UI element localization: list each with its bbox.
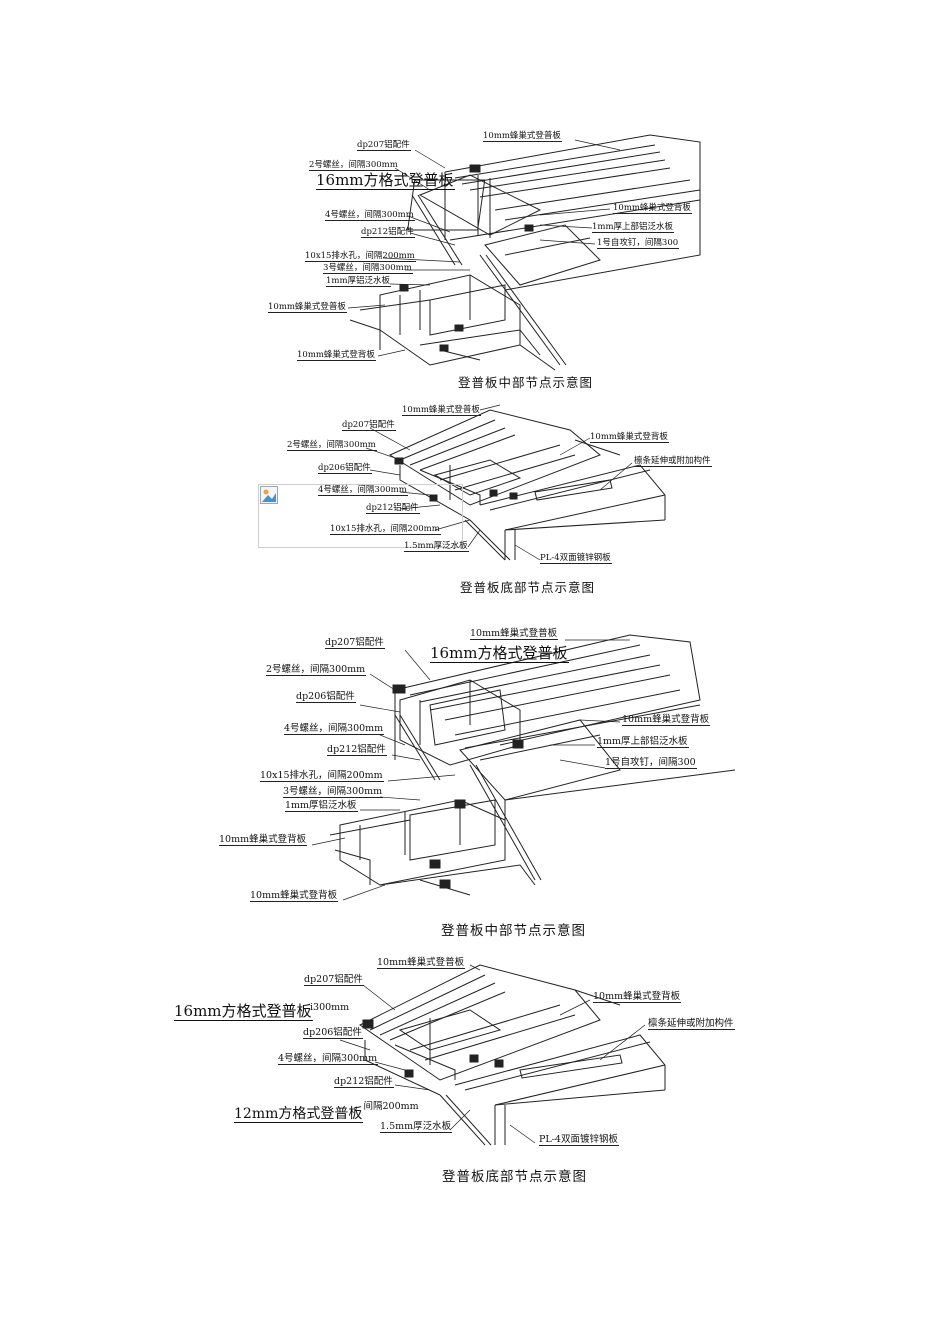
d1-screw4-label: 4号螺丝，间隔300mm	[325, 210, 415, 221]
d2-drain-label: 10x15排水孔，间隔200mm	[330, 524, 441, 535]
d2-caption: 登普板底部节点示意图	[460, 580, 596, 595]
d3-screw3-label: 3号螺丝，间隔300mm	[283, 786, 384, 798]
d3-right-panel-label: 10mm蜂巢式登背板	[622, 714, 711, 726]
d1-screw2-label: 2号螺丝，间隔300mm	[309, 160, 399, 171]
diagram-4-geometry	[339, 964, 666, 1146]
d3-top-panel-label: 10mm蜂巢式登普板	[470, 628, 559, 640]
d4-caption: 登普板底部节点示意图	[442, 1169, 587, 1185]
d2-dp206-label: dp206铝配件	[318, 463, 372, 474]
d3-bottom-panel-label: 10mm蜂巢式登背板	[250, 890, 339, 902]
d1-bottom-panel-label: 10mm蜂巢式登背板	[297, 350, 376, 361]
d2-flash15-label: 1.5mm厚泛水板	[404, 541, 469, 552]
d4-overlay16-label: 16mm方格式登普板	[174, 1002, 313, 1021]
d3-tapping-label: 1号自攻钉，间隔300	[605, 757, 697, 769]
d1-dp212-label: dp212铝配件	[361, 227, 415, 238]
d2-pl4-label: PL-4双面镀锌钢板	[540, 553, 612, 564]
d1-flash1-label: 1mm厚铝泛水板	[326, 276, 392, 287]
d2-dp207-label: dp207铝配件	[342, 420, 396, 431]
d4-drain-tail: ，间隔200mm	[354, 1101, 419, 1112]
d2-screw4-label: 4号螺丝，间隔300mm	[318, 485, 408, 496]
d1-overlay-label: 16mm方格式登普板	[316, 171, 455, 190]
diagram-1-geometry	[347, 134, 701, 371]
d3-dp212-label: dp212铝配件	[327, 744, 387, 756]
d2-top-panel-label: 10mm蜂巢式登普板	[402, 405, 481, 416]
d1-top-panel-label: 10mm蜂巢式登普板	[483, 131, 562, 142]
d4-purlin-label: 檩条延伸或附加构件	[648, 1018, 735, 1030]
d3-dp206-label: dp206铝配件	[296, 691, 356, 703]
d4-overlay16-tail: i300mm	[310, 1002, 350, 1013]
d3-left-panel-label: 10mm蜂巢式登背板	[219, 834, 308, 846]
d2-purlin-label: 檩条延伸或附加构件	[634, 456, 712, 467]
d4-dp206-label: dp206铝配件	[303, 1027, 363, 1039]
d1-left-panel-label: 10mm蜂巢式登普板	[268, 302, 347, 313]
d3-upper-flash-label: 1mm厚上部铝泛水板	[597, 736, 689, 748]
d4-screw4-label: 4号螺丝，间隔300mm	[278, 1053, 379, 1065]
d3-flash1-label: 1mm厚铝泛水板	[285, 800, 358, 812]
diagram-2-geometry	[365, 404, 666, 561]
d2-dp212-label: dp212铝配件	[366, 503, 420, 514]
d3-drain-label: 10x15排水孔，间隔200mm	[260, 770, 384, 782]
d2-right-panel-label: 10mm蜂巢式登背板	[590, 432, 669, 443]
d1-right-panel-label: 10mm蜂巢式登背板	[613, 203, 692, 214]
d4-overlay12-label: 12mm方格式登普板	[234, 1106, 364, 1123]
d4-pl4-label: PL-4双面镀锌钢板	[539, 1134, 619, 1146]
d4-dp207-label: dp207铝配件	[304, 974, 364, 986]
d3-screw4-label: 4号螺丝，间隔300mm	[284, 723, 385, 735]
d1-caption: 登普板中部节点示意图	[458, 375, 594, 390]
diagram-3-geometry	[311, 634, 736, 901]
d1-screw3-label: 3号螺丝，间隔300mm	[323, 263, 413, 274]
d4-dp212-label: dp212铝配件	[334, 1076, 394, 1088]
d4-top-panel-label: 10mm蜂巢式登普板	[377, 957, 466, 969]
d4-flash15-label: 1.5mm厚泛水板	[380, 1121, 453, 1133]
broken-image-frame	[258, 484, 463, 548]
d1-drain-label: 10x15排水孔，间隔200mm	[305, 251, 416, 262]
d3-dp207-label: dp207铝配件	[325, 637, 385, 649]
d3-screw2-label: 2号螺丝，间隔300mm	[266, 664, 367, 676]
d1-tapping-label: 1号自攻钉，间隔300	[597, 238, 680, 249]
broken-image-icon	[260, 486, 278, 504]
d4-right-panel-label: 10mm蜂巢式登背板	[593, 991, 682, 1003]
d3-overlay-label: 16mm方格式登普板	[430, 644, 569, 663]
d1-dp207-label: dp207铝配件	[357, 140, 411, 151]
d3-caption: 登普板中部节点示意图	[441, 923, 586, 939]
d2-screw2-label: 2号螺丝，间隔300mm	[287, 440, 377, 451]
d1-upper-flash-label: 1mm厚上部铝泛水板	[592, 222, 675, 233]
